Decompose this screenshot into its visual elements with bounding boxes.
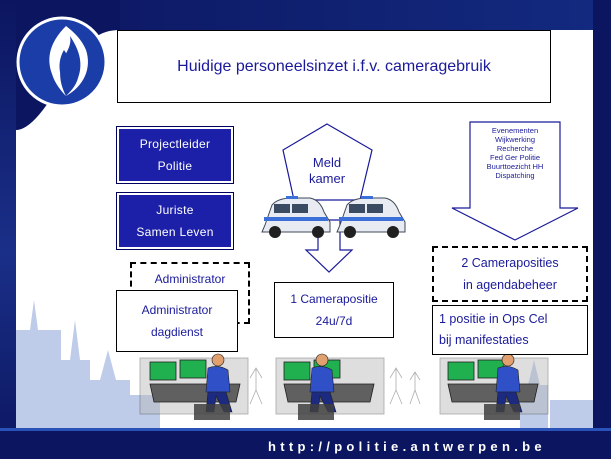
camera-agenda-box: 2 Cameraposities in agendabeheer: [432, 246, 588, 302]
sketch-figures-icon: [249, 367, 421, 405]
events-list-item: Wijkwerking: [494, 135, 535, 144]
events-list-item: Fed Ger Politie: [489, 153, 541, 162]
footer-url: http://politie.antwerpen.be: [268, 439, 546, 454]
role-label-line1: Juriste: [156, 203, 194, 217]
ops-cel-box: 1 positie in Ops Cel bij manifestaties: [432, 305, 588, 355]
camera-24-7-line2: 24u/7d: [315, 314, 353, 328]
police-car-icon: [336, 196, 406, 238]
events-list-item: Recherche: [496, 144, 534, 153]
ops-cel-line1: 1 positie in Ops Cel: [439, 312, 548, 326]
camera-24-7-line1: 1 Camerapositie: [290, 292, 378, 306]
meldkamer-line1: Meld: [313, 155, 341, 170]
control-room-operator-icon: [139, 353, 249, 420]
slide-title-box: Huidige personeelsinzet i.f.v. camerageb…: [117, 30, 551, 103]
meldkamer-pentagon: [282, 123, 373, 201]
events-arrow-icon: [451, 121, 579, 241]
police-car-icon: [261, 196, 331, 238]
role-label-line1: Projectleider: [139, 137, 211, 151]
camera-agenda-line1: 2 Cameraposities: [461, 256, 559, 270]
police-flame-logo-icon: [16, 16, 108, 108]
administrator-label: Administrator: [154, 272, 226, 286]
ops-cel-line2: bij manifestaties: [439, 333, 529, 347]
camera-24-7-box: 1 Camerapositie 24u/7d: [274, 282, 394, 338]
events-list-item: Buurttoezicht HH: [486, 162, 544, 171]
administrator-dagdienst-box: Administrator dagdienst: [116, 290, 238, 352]
events-list: Evenementen Wijkwerking Recherche Fed Ge…: [470, 126, 560, 202]
slide-title: Huidige personeelsinzet i.f.v. camerageb…: [177, 57, 491, 75]
role-box-juriste: Juriste Samen Leven: [116, 192, 234, 250]
administrator-dagdienst-line2: dagdienst: [150, 325, 204, 339]
role-label-line2: Politie: [157, 159, 193, 173]
control-room-operator-icon: [439, 353, 549, 420]
control-room-operator-icon: [275, 353, 385, 420]
events-list-item: Dispatching: [495, 171, 535, 180]
meldkamer-line2: kamer: [309, 171, 346, 186]
events-list-item: Evenementen: [491, 126, 539, 135]
camera-agenda-line2: in agendabeheer: [463, 278, 557, 292]
administrator-dagdienst-line1: Administrator: [141, 303, 213, 317]
role-box-projectleider: Projectleider Politie: [116, 126, 234, 184]
role-label-line2: Samen Leven: [136, 225, 214, 239]
